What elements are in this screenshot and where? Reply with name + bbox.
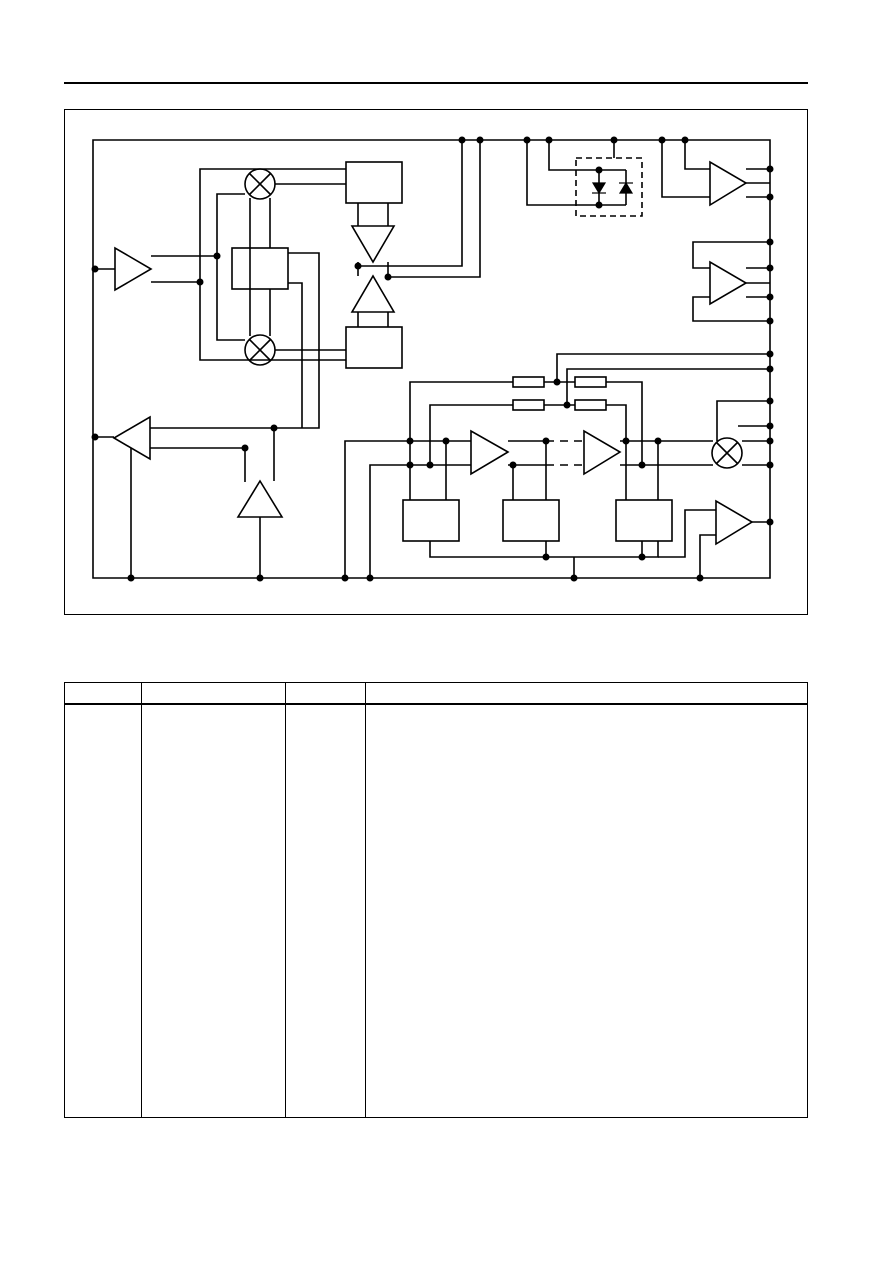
col-header-2 xyxy=(141,682,286,705)
lower-right-block xyxy=(345,326,403,369)
oscillator-block xyxy=(231,247,289,290)
lower-amplifier-icon xyxy=(236,479,284,518)
col-header-3 xyxy=(285,682,366,705)
resistor-2-icon xyxy=(574,376,607,388)
diode-2-icon xyxy=(618,181,634,194)
resistor-4-icon xyxy=(574,399,607,411)
output-amplifier-icon xyxy=(112,415,151,461)
filter-block-3 xyxy=(615,499,673,542)
col-header-4 xyxy=(365,682,808,705)
header-rule xyxy=(64,82,808,84)
diode-1-icon xyxy=(591,182,607,195)
cell-4 xyxy=(365,704,808,1118)
junction-dots xyxy=(91,136,774,582)
figure-frame xyxy=(64,109,808,615)
filter-block-1 xyxy=(402,499,460,542)
right-amp-3-icon xyxy=(715,499,754,546)
down-amplifier-icon xyxy=(350,225,396,264)
upper-right-block xyxy=(345,161,403,204)
pin-table-header-row xyxy=(64,682,808,705)
right-amp-2-icon xyxy=(709,260,748,306)
col-header-1 xyxy=(64,682,142,705)
input-amplifier-icon xyxy=(114,246,153,292)
table-row xyxy=(64,704,808,1118)
up-amplifier-icon xyxy=(350,274,396,313)
cell-1 xyxy=(64,704,142,1118)
filter-block-2 xyxy=(502,499,560,542)
filter-amp-2-icon xyxy=(583,429,622,476)
pin-table xyxy=(64,682,808,1118)
output-mixer-icon xyxy=(711,437,743,469)
cell-3 xyxy=(285,704,366,1118)
cell-2 xyxy=(141,704,286,1118)
right-amp-1-icon xyxy=(709,160,748,207)
filter-amp-1-icon xyxy=(470,429,510,476)
resistor-3-icon xyxy=(512,399,545,411)
ic-outline xyxy=(92,139,771,579)
resistor-1-icon xyxy=(512,376,545,388)
diode-block xyxy=(575,157,643,217)
